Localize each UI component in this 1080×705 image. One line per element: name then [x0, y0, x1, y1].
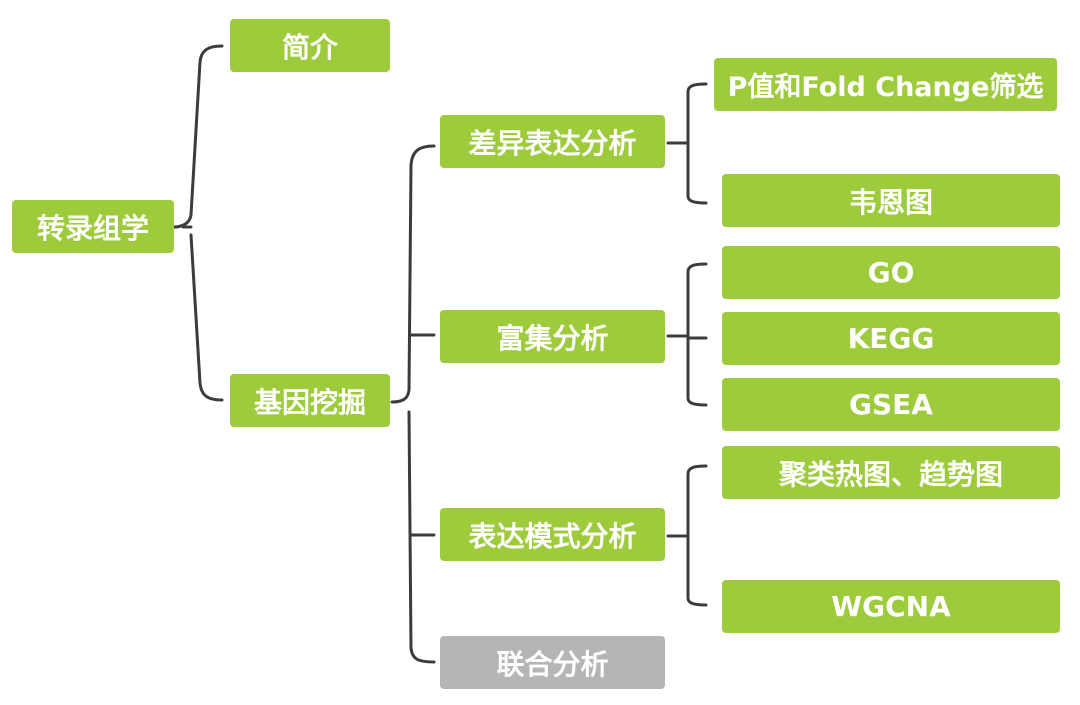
leaf-pvalue-foldchange-label: P值和Fold Change筛选 — [727, 72, 1044, 103]
leaf-kegg-label: KEGG — [847, 322, 935, 355]
leaf-go-label: GO — [867, 256, 915, 289]
node-intro-label: 简介 — [281, 30, 338, 64]
leaf-go: GO — [722, 246, 1060, 299]
node-enrichment: 富集分析 — [440, 310, 665, 363]
node-expr-pattern-label: 表达模式分析 — [468, 519, 637, 553]
connector-gene-mining — [390, 144, 436, 664]
root-label: 转录组学 — [36, 211, 149, 245]
root-node: 转录组学 — [12, 200, 174, 253]
connector-diff-expr — [666, 82, 708, 205]
node-intro: 简介 — [230, 19, 390, 72]
node-diff-expr-label: 差异表达分析 — [468, 126, 637, 160]
leaf-gsea-label: GSEA — [849, 388, 933, 421]
leaf-kegg: KEGG — [722, 312, 1060, 365]
leaf-venn-label: 韦恩图 — [848, 185, 933, 219]
leaf-heatmap-trend: 聚类热图、趋势图 — [722, 446, 1060, 499]
node-joint-analysis: 联合分析 — [440, 636, 665, 689]
leaf-wgcna-label: WGCNA — [831, 590, 951, 623]
node-enrichment-label: 富集分析 — [496, 321, 609, 355]
node-gene-mining: 基因挖掘 — [230, 374, 390, 427]
leaf-wgcna: WGCNA — [722, 580, 1060, 633]
connector-expr-pattern — [666, 464, 708, 607]
leaf-venn: 韦恩图 — [722, 174, 1060, 227]
node-expr-pattern: 表达模式分析 — [440, 508, 665, 561]
node-gene-mining-label: 基因挖掘 — [253, 385, 366, 419]
connector-root — [172, 44, 224, 402]
leaf-pvalue-foldchange: P值和Fold Change筛选 — [714, 58, 1057, 111]
node-diff-expr: 差异表达分析 — [440, 115, 665, 168]
node-joint-analysis-label: 联合分析 — [496, 647, 609, 681]
connector-enrichment — [666, 262, 708, 407]
leaf-gsea: GSEA — [722, 378, 1060, 431]
leaf-heatmap-trend-label: 聚类热图、趋势图 — [778, 457, 1003, 491]
